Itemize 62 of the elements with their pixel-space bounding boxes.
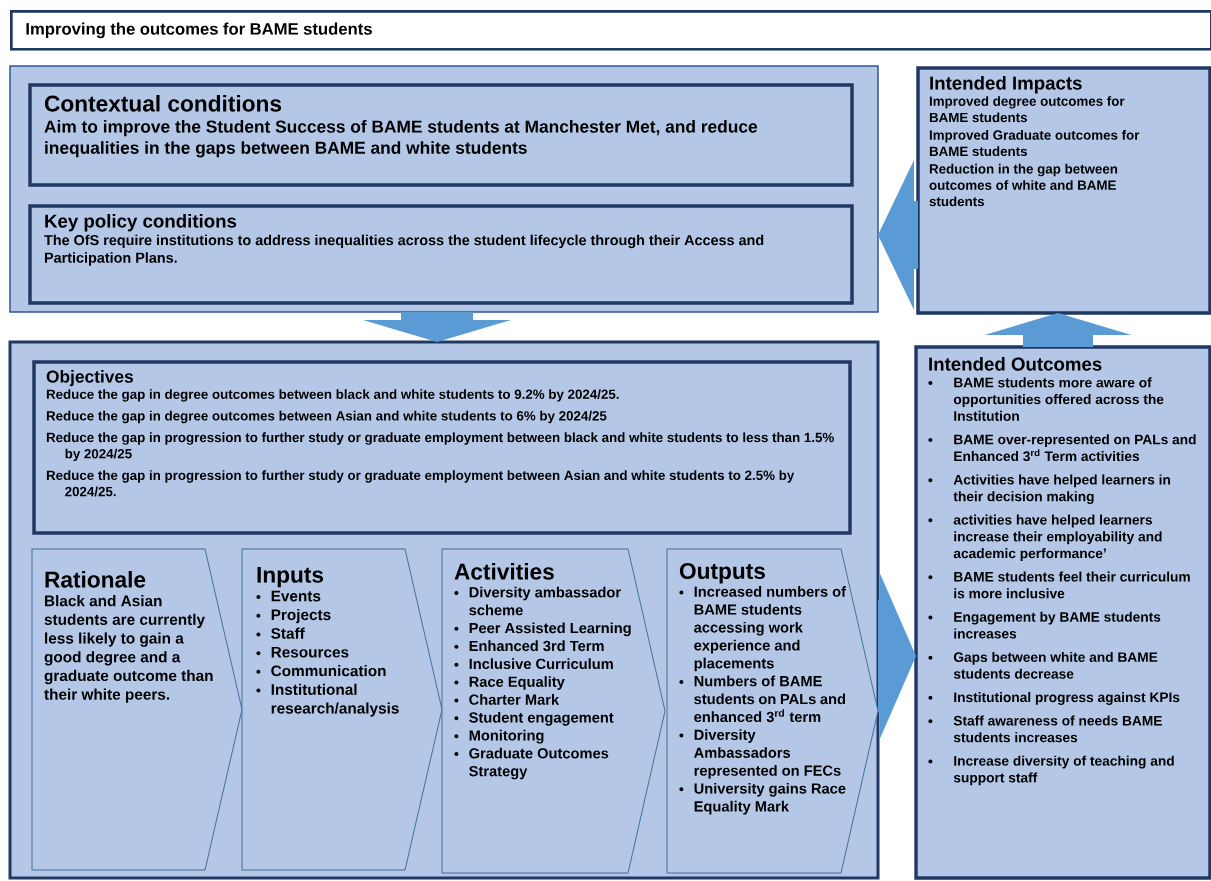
heading: Inputs: [257, 567, 324, 588]
block-arrow: [878, 573, 916, 739]
text-box: [28, 204, 854, 305]
heading: Objectives: [46, 370, 133, 387]
list-item: Charter Mark: [469, 694, 560, 705]
objective-text: Reduce the gap in degree outcomes between Asian and white students to 6% by 2024/25: [46, 410, 607, 424]
chevron-box: [241, 548, 443, 871]
text-box: [914, 345, 1211, 880]
list-item: Engagement by BAME students increases: [954, 611, 1161, 639]
body-text: Improved degree outcomes for BAME students: [929, 96, 1125, 123]
chevron-box: [31, 548, 243, 871]
title-bar: Improving the outcomes for BAME students: [10, 10, 1211, 51]
text-box: [32, 360, 852, 535]
list-item: Race Equality: [469, 676, 565, 690]
heading: Key policy conditions: [45, 214, 237, 232]
block-arrow: [363, 312, 511, 342]
body-text: Reduction in the gap between outcomes of white and BAME students: [929, 163, 1118, 207]
body-text: Aim to improve the Student Success of BAME students at Manchester Met, and reduce inequalities in the gaps between BAME and white students: [44, 120, 758, 158]
chevron-box: [441, 548, 666, 874]
objective-text: Reduce the gap in progression to further study or graduate employment between black and white students to less than 1.5% by 2024/25: [46, 432, 834, 462]
list-item: Increase diversity of teaching and support staff: [953, 755, 1174, 786]
list-item: BAME students feel their curriculum is more inclusive: [954, 571, 1190, 599]
list-item: Monitoring: [469, 729, 544, 744]
list-item: Resources: [271, 646, 349, 658]
text-box: [28, 83, 854, 187]
list-item: BAME students more aware of opportunities offered across the Institution: [953, 377, 1164, 421]
objective-text: Reduce the gap in degree outcomes between black and white students to 9.2% by 2024/25.: [46, 389, 619, 402]
list-item: Staff awareness of needs BAME students increases: [953, 715, 1162, 743]
list-item: activities have helped learners increase their employability and academic performance’: [953, 514, 1162, 561]
list-item: Communication: [271, 665, 386, 677]
text-box: [916, 66, 1211, 315]
list-item: Staff: [271, 627, 305, 639]
list-item: Diversity Ambassadors represented on FECs: [694, 729, 841, 779]
list-item: Enhanced 3rd Term: [469, 640, 604, 652]
list-item: Diversity ambassador scheme: [469, 586, 621, 616]
heading: Rationale: [45, 571, 146, 588]
list-item: Institutional research/analysis: [271, 683, 399, 717]
list-item: Peer Assisted Learning: [469, 622, 631, 637]
chevron-box: [666, 548, 879, 874]
body-text: Improved Graduate outcomes for BAME students: [929, 130, 1140, 157]
body-text: The OfS require institutions to address inequalities across the student lifecycle through their Access and Participation Plans.: [44, 234, 764, 266]
list-item: Increased numbers of BAME students accessing work experience and placements: [694, 586, 846, 672]
list-item: Institutional progress against KPIs: [954, 692, 1180, 705]
body-text: Black and Asian students are currently less likely to gain a good degree and a graduate outcome than their white peers.: [44, 595, 213, 703]
block-arrow: [984, 313, 1132, 347]
list-item: Numbers of BAME students on PALs and enhanced 3$^{rd}$ term: [694, 675, 845, 723]
heading: Activities: [454, 563, 554, 580]
list-item: Projects: [271, 608, 331, 624]
heading: Outputs: [679, 563, 765, 584]
list-item: University gains Race Equality Mark: [694, 782, 846, 815]
heading: Intended Outcomes: [929, 357, 1102, 371]
heading: Contextual conditions: [44, 95, 282, 112]
list-item: Inclusive Curriculum: [469, 658, 613, 670]
list-item: Gaps between white and BAME students decrease: [953, 651, 1158, 679]
heading: Intended Impacts: [930, 76, 1082, 94]
list-item: Events: [271, 590, 321, 602]
block-arrow: [878, 160, 918, 310]
list-item: Activities have helped learners in their decision making: [953, 474, 1170, 505]
list-item: Student engagement: [469, 711, 614, 726]
list-item: BAME over-represented on PALs and Enhanced 3$^{rd}$ Term activities: [954, 434, 1196, 462]
objective-text: Reduce the gap in progression to further study or graduate employment between Asian and white students to 2.5% by 2024/25.: [46, 470, 795, 497]
list-item: Graduate Outcomes Strategy: [469, 747, 609, 780]
